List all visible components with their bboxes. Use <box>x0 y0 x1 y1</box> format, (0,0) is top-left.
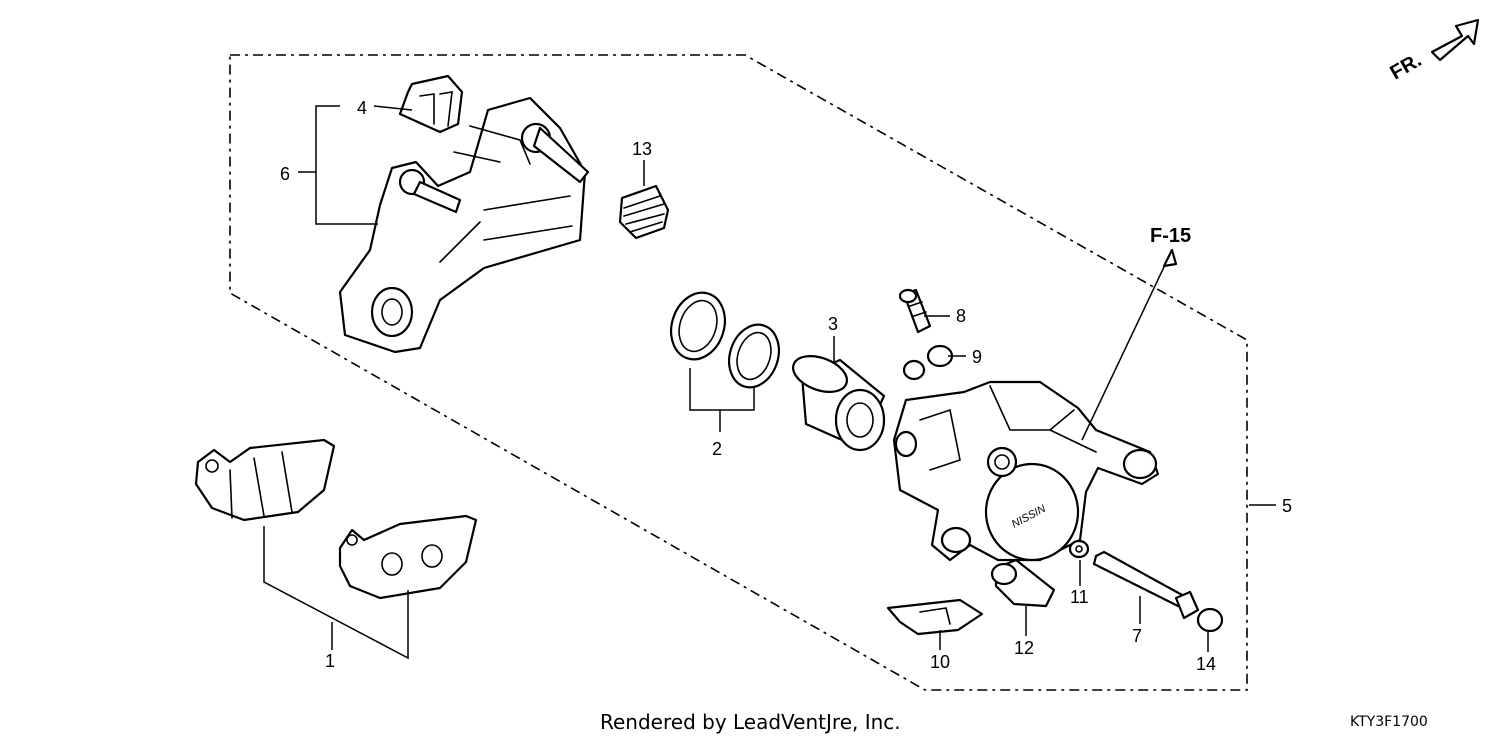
washer <box>1068 539 1090 559</box>
callout-6: 6 <box>280 164 290 184</box>
callout-5: 5 <box>1282 496 1292 516</box>
dust-boot <box>618 184 670 240</box>
callout-2: 2 <box>712 439 722 459</box>
brake-pads <box>194 438 478 600</box>
callout-10: 10 <box>930 652 950 672</box>
front-direction-label: FR. <box>1387 49 1426 84</box>
callout-3: 3 <box>828 314 838 334</box>
callout-8: 8 <box>956 306 966 326</box>
diagram-code: KTY3F1700 <box>1350 714 1428 730</box>
callout-13: 13 <box>632 139 652 159</box>
leader-lines <box>263 105 1276 660</box>
callout-14: 14 <box>1196 654 1216 674</box>
pin-boot <box>990 558 1056 608</box>
callout-9: 9 <box>972 347 982 367</box>
callout-numbers: 1 2 3 4 5 6 7 8 9 10 11 12 13 14 <box>280 98 1292 674</box>
callout-7: 7 <box>1132 626 1142 646</box>
callout-4: 4 <box>357 98 367 118</box>
pad-retainer <box>886 598 984 636</box>
front-arrow-icon <box>1430 18 1480 62</box>
callout-12: 12 <box>1014 638 1034 658</box>
caliper-bracket <box>338 96 590 354</box>
callout-1: 1 <box>325 651 335 671</box>
pin-bolt <box>1092 550 1200 620</box>
pad-spring <box>398 74 464 134</box>
piston <box>792 355 886 452</box>
assembly-boundary <box>229 54 1248 691</box>
render-credit: Rendered by LeadVentJre, Inc. <box>600 710 901 734</box>
callout-11: 11 <box>1070 587 1089 607</box>
bleed-cap <box>902 344 954 381</box>
bolt-cap <box>1196 607 1224 633</box>
caliper-body: NISSIN <box>892 380 1160 562</box>
reference-label: F-15 <box>1150 225 1191 247</box>
front-direction-indicator: FR. <box>1387 18 1480 84</box>
bleed-screw <box>898 288 932 334</box>
piston-seals <box>670 291 780 389</box>
